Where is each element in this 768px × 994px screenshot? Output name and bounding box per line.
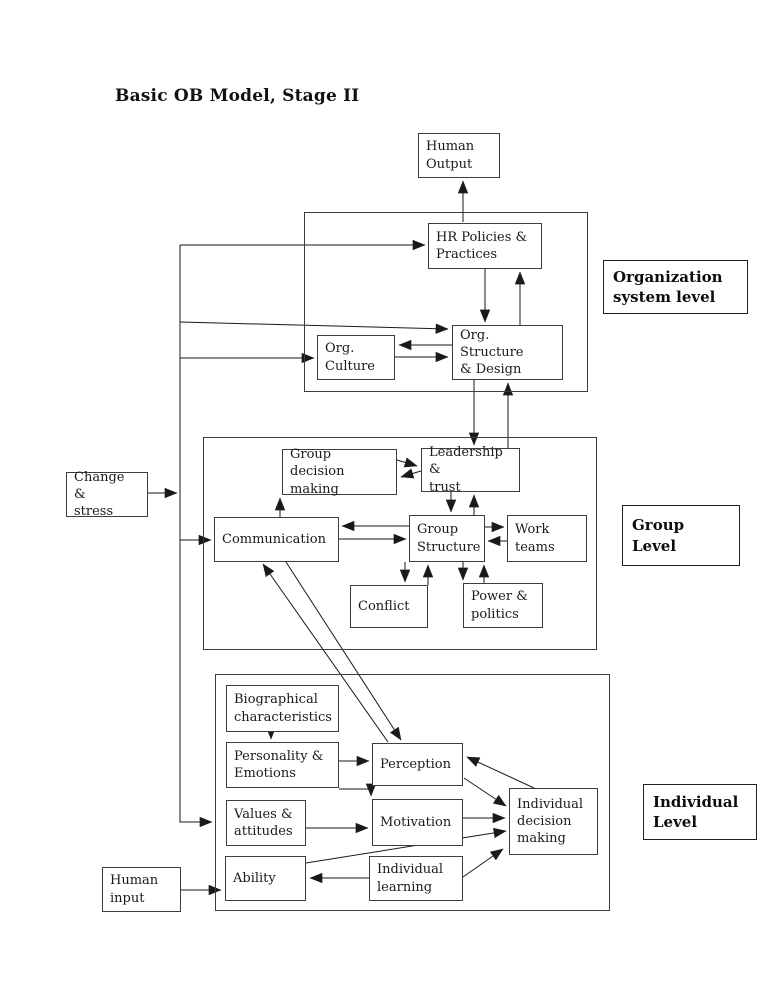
node-work-teams: Work teams (507, 515, 587, 562)
node-human-input: Human input (102, 867, 181, 912)
node-label: Conflict (358, 598, 410, 614)
node-biographical: Biographical characteristics (226, 685, 339, 732)
group-level-container (203, 437, 597, 650)
level-label-text: Individual Level (653, 792, 739, 831)
node-org-structure: Org. Structure & Design (452, 325, 563, 380)
individual-level-container (215, 674, 610, 911)
node-personality: Personality & Emotions (226, 742, 339, 788)
node-human-output: Human Output (418, 133, 500, 178)
edge-trunk-to-org-structure (179, 321, 449, 334)
page-title: Basic OB Model, Stage II (115, 86, 360, 106)
node-label: Work teams (515, 522, 555, 555)
node-power-politics: Power & politics (463, 583, 543, 628)
node-change-stress: Change & stress (66, 469, 148, 520)
organization-level-label-box: Organization system level (603, 260, 748, 314)
level-label-text: Organization system level (613, 267, 723, 306)
edge-trunk-to-individual-level (179, 245, 213, 828)
node-label: Group Structure (417, 522, 481, 555)
node-leadership: Leadership & trust (421, 445, 520, 495)
node-idm: Individual decision making (509, 788, 598, 855)
node-label: Ability (233, 870, 276, 886)
node-label: Org. Structure & Design (460, 327, 524, 378)
organization-level-container (304, 212, 588, 392)
node-perception: Perception (372, 743, 463, 786)
node-label: Communication (222, 531, 326, 547)
node-conflict: Conflict (350, 585, 428, 628)
group-level-label-box: Group Level (622, 505, 740, 566)
edge-leadership-to-group-decision (400, 468, 422, 479)
node-label: Leadership & trust (429, 445, 503, 495)
node-group-decision: Group decision making (282, 447, 397, 497)
edge-personality-to-motivation (339, 783, 377, 797)
node-org-culture: Org. Culture (317, 335, 395, 380)
node-label: Values & attitudes (234, 806, 293, 839)
node-ability: Ability (225, 856, 306, 901)
node-label: Motivation (380, 814, 452, 830)
node-learning: Individual learning (369, 856, 463, 901)
individual-level-label-box: Individual Level (643, 784, 757, 840)
node-group-structure: Group Structure (409, 515, 485, 562)
node-label: Personality & Emotions (234, 748, 324, 781)
node-label: Biographical characteristics (234, 692, 332, 725)
edge-perception-to-communication (262, 563, 389, 743)
node-label: Individual learning (377, 862, 444, 895)
edge-ability-to-idm (305, 827, 507, 864)
level-label-text: Group Level (632, 516, 685, 555)
edge-idm-to-perception (466, 756, 535, 789)
node-values: Values & attitudes (226, 800, 306, 846)
edge-group-decision-to-leadership (396, 457, 418, 468)
edge-perception-to-idm (463, 777, 507, 807)
node-communication: Communication (214, 517, 339, 562)
node-label: HR Policies & Practices (436, 229, 528, 262)
node-hr-policies: HR Policies & Practices (428, 223, 542, 269)
node-label: Human input (110, 873, 159, 906)
node-label: Human Output (426, 139, 475, 172)
node-label: Org. Culture (325, 341, 375, 374)
node-label: Perception (380, 756, 451, 772)
node-label: Group decision making (290, 447, 345, 497)
node-label: Change & stress (74, 469, 125, 520)
edge-communication-to-perception (285, 561, 402, 741)
node-motivation: Motivation (372, 799, 463, 846)
node-label: Power & politics (471, 589, 528, 622)
node-label: Individual decision making (517, 796, 584, 847)
edge-learning-to-idm (462, 848, 504, 878)
